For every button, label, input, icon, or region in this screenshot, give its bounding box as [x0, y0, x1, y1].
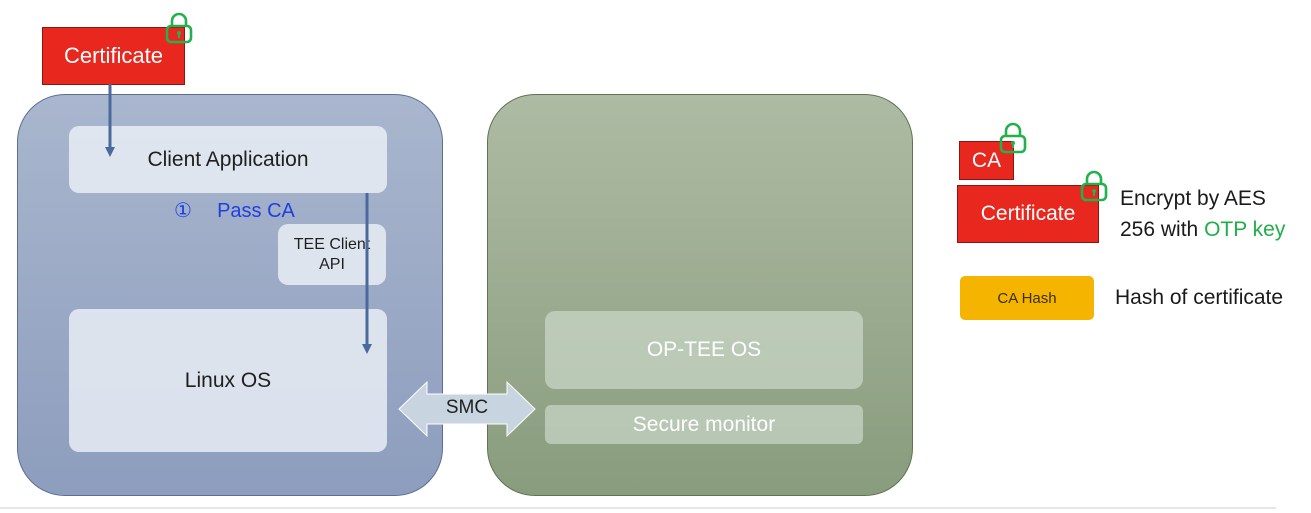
legend-ca-hash-box: CA Hash [960, 276, 1094, 320]
client-application-label: Client Application [147, 147, 309, 171]
certificate-label: Certificate [63, 43, 164, 68]
step-marker: ① [174, 200, 192, 222]
hash-description: Hash of certificate [1115, 286, 1284, 309]
legend-ca-box: CA [959, 141, 1014, 180]
lock-icon [165, 12, 193, 44]
otp-key-text: OTP key [1204, 218, 1286, 241]
client-application-box: Client Application [69, 126, 387, 193]
tee-client-api-line2: API [319, 255, 345, 273]
double-arrow [398, 380, 536, 438]
lock-icon [999, 122, 1027, 154]
linux-os-label: Linux OS [184, 368, 272, 392]
bottom-divider [0, 507, 1276, 509]
legend-ca-label: CA [971, 148, 1002, 172]
linux-os-box: Linux OS [69, 309, 387, 452]
certificate-box-top: Certificate [42, 27, 185, 85]
secure-monitor-label: Secure monitor [632, 412, 776, 436]
smc-label: SMC [445, 397, 489, 418]
lock-icon [1080, 170, 1108, 202]
legend-certificate-box: Certificate [957, 185, 1099, 243]
encrypt-description: Encrypt by AES 256 with OTP key [1120, 183, 1285, 245]
secure-monitor-box: Secure monitor [545, 405, 863, 444]
optee-os-box: OP-TEE OS [545, 311, 863, 389]
step-label: Pass CA [217, 200, 295, 222]
optee-os-label: OP-TEE OS [646, 338, 762, 361]
encrypt-line2: 256 with OTP key [1120, 218, 1286, 241]
legend-ca-hash-label: CA Hash [997, 289, 1057, 307]
legend-certificate-label: Certificate [980, 202, 1076, 225]
encrypt-line1: Encrypt by AES [1120, 187, 1266, 210]
tee-client-api-line1: TEE Client [293, 235, 371, 253]
pass-ca-step: ① Pass CA [174, 198, 295, 223]
